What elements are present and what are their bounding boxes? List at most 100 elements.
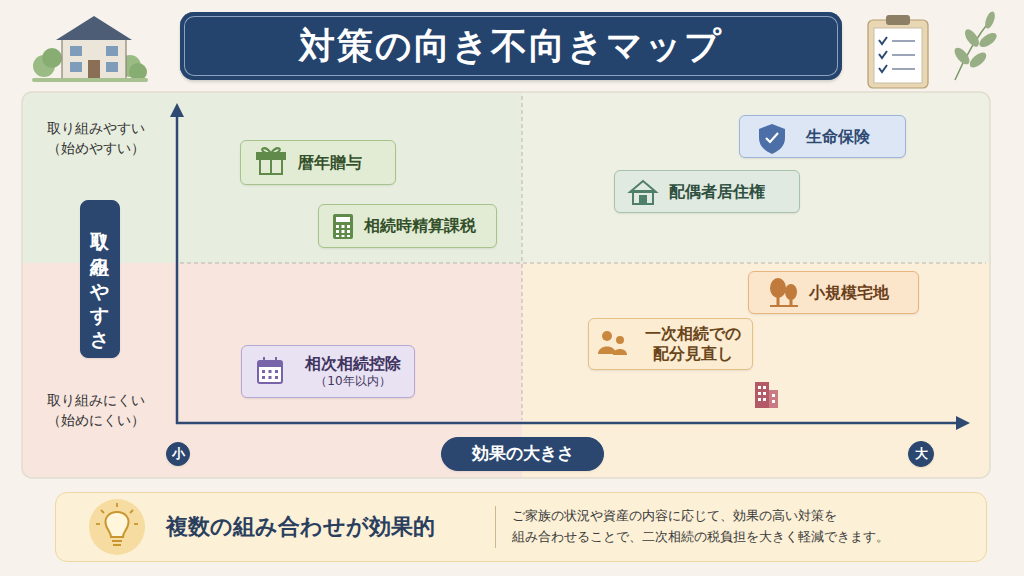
leaf-decoration xyxy=(967,50,989,71)
box-label: 一次相続での 配分見直し xyxy=(633,324,752,364)
strategy-box: 配偶者居住権 xyxy=(614,170,800,213)
calculator-icon xyxy=(347,235,350,237)
house-illustration xyxy=(106,62,118,72)
strategy-box: 一次相続での 配分見直し xyxy=(588,318,753,370)
axis-end-label: 取り組みにくい （始めにくい） xyxy=(36,390,156,431)
calendar-icon xyxy=(258,361,282,383)
building-icon xyxy=(772,394,775,397)
clipboard-illustration xyxy=(868,20,928,88)
box-label: 生命保険 xyxy=(806,127,870,147)
trees-icon xyxy=(770,278,786,298)
axis-lines xyxy=(956,416,970,430)
trees-icon xyxy=(770,278,798,307)
house-illustration xyxy=(32,78,148,82)
shield-icon xyxy=(766,133,778,142)
building-icon xyxy=(755,382,769,408)
box-label: 効果の大きさ xyxy=(472,443,574,464)
gift-icon xyxy=(257,148,285,174)
strategy-box: 相次相続控除（10年以内） xyxy=(241,345,415,398)
building-icon xyxy=(763,392,766,395)
chart-panel xyxy=(22,92,990,478)
building-icon xyxy=(758,386,761,389)
lightbulb-icon xyxy=(89,499,145,555)
box-label: 大 xyxy=(915,446,928,462)
strategy-box: 暦年贈与 xyxy=(240,140,396,185)
clipboard-illustration xyxy=(892,68,915,70)
clipboard-illustration xyxy=(886,15,910,25)
axis-title-box: 取り組みやすさ xyxy=(80,200,120,358)
clipboard-illustration xyxy=(892,41,915,69)
box-label: 配偶者居住権 xyxy=(669,182,765,202)
clipboard-illustration xyxy=(879,37,887,72)
calendar-icon xyxy=(275,357,277,363)
calendar-icon xyxy=(258,357,282,383)
house-illustration xyxy=(62,38,126,80)
axis-title-pill: 効果の大きさ xyxy=(441,437,604,471)
shield-icon xyxy=(759,124,785,154)
leaf-decoration xyxy=(952,45,973,67)
clipboard-illustration xyxy=(874,28,922,83)
calendar-icon xyxy=(262,370,265,373)
leaf-decoration xyxy=(983,10,997,30)
lightbulb-icon xyxy=(112,540,122,542)
building-icon xyxy=(758,392,761,395)
lightbulb-icon xyxy=(130,510,133,513)
clipboard-illustration xyxy=(879,51,887,58)
people-icon xyxy=(616,336,624,344)
house-illustration xyxy=(56,16,132,40)
gift-icon xyxy=(271,148,280,153)
box-label: 相次相続控除 xyxy=(305,354,401,374)
axis-lines xyxy=(170,103,184,117)
calculator-icon xyxy=(333,214,353,239)
calculator-icon xyxy=(336,230,339,233)
house-illustration xyxy=(70,62,82,72)
strategy-box: 生命保険 xyxy=(739,115,906,158)
trees-icon xyxy=(785,284,797,300)
lightbulb-icon xyxy=(101,510,104,513)
axis-end-label: 取り組みやすい （始めやすい） xyxy=(36,118,156,159)
box-label: 暦年贈与 xyxy=(298,153,362,173)
box-note: （10年以内） xyxy=(315,374,390,389)
building-icon xyxy=(763,386,766,389)
calculator-icon xyxy=(336,235,339,237)
calculator-icon xyxy=(347,230,350,233)
axis-end-circle: 大 xyxy=(908,441,934,467)
clipboard-illustration xyxy=(879,65,887,72)
strategy-box: 小規模宅地 xyxy=(748,271,919,314)
quadrant-divider xyxy=(522,96,523,420)
summary-box: 複数の組み合わせが効果的ご家族の状況や資産の内容に応じて、効果の高い対策を 組み… xyxy=(55,492,987,562)
lightbulb-icon xyxy=(113,544,121,546)
clipboard-illustration xyxy=(868,15,928,88)
title-text: 対策の向き不向きマップ xyxy=(299,22,723,71)
axis-lines xyxy=(176,422,958,425)
building-icon xyxy=(758,386,775,403)
lightbulb-icon xyxy=(89,499,145,555)
calculator-icon xyxy=(342,230,345,233)
calculator-icon xyxy=(336,217,350,222)
house-illustration xyxy=(32,16,148,82)
people-icon xyxy=(598,331,627,355)
lightbulb-icon xyxy=(134,523,138,525)
strategy-box: 相続時精算課税 xyxy=(318,204,497,248)
box-label: 取り組みやすさ xyxy=(88,217,112,341)
axis-lines xyxy=(170,103,970,430)
gift-icon xyxy=(257,153,285,159)
trees-icon xyxy=(770,305,798,307)
gift-icon xyxy=(262,148,271,153)
house-illustration xyxy=(70,46,82,56)
leaf-decoration xyxy=(962,27,982,49)
calculator-icon xyxy=(336,225,339,228)
house-icon xyxy=(640,196,646,204)
lightbulb-icon xyxy=(116,503,118,507)
calculator-icon xyxy=(333,214,353,239)
building-icon xyxy=(758,398,761,401)
shield-icon xyxy=(759,124,785,154)
house-icon xyxy=(630,181,656,192)
calendar-icon xyxy=(262,376,265,379)
calendar-icon xyxy=(269,376,272,379)
people-icon xyxy=(602,331,612,341)
quadrant-divider xyxy=(180,263,986,264)
calendar-icon xyxy=(262,370,278,379)
house-illustration xyxy=(106,46,118,56)
